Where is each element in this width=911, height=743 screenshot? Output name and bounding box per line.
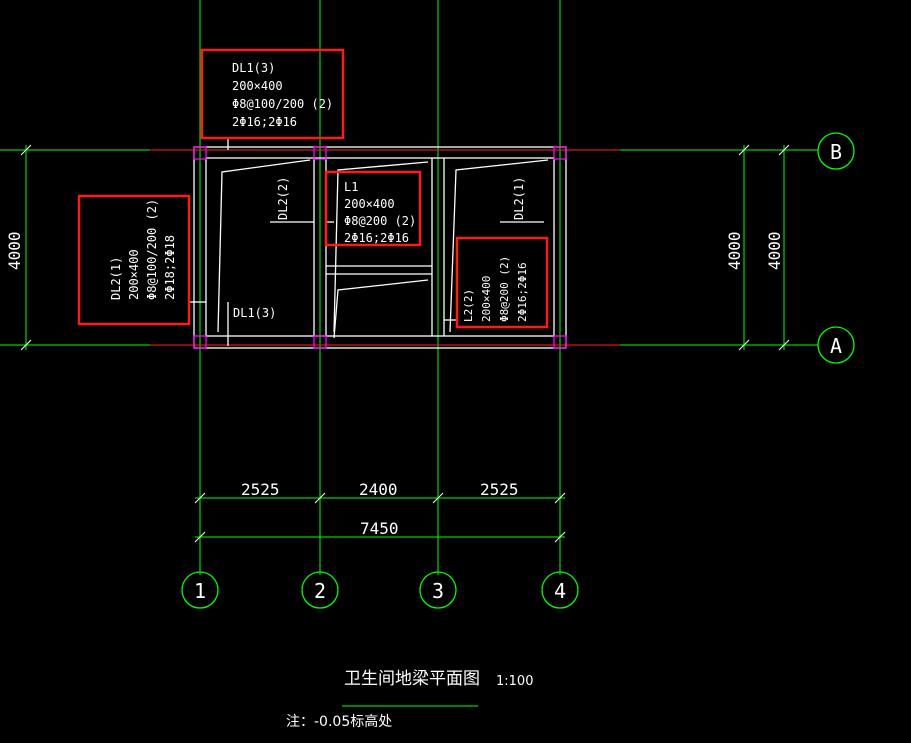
drawing-title: 卫生间地梁平面图 xyxy=(344,669,480,689)
beam-tag-dl2-1: DL2(1) xyxy=(512,177,526,220)
beam-bars: 2Φ16;2Φ16 xyxy=(232,115,297,129)
beam-label-l1: L1 200×400 Φ8@200 (2) 2Φ16;2Φ16 xyxy=(324,170,422,247)
axis-label-4: 4 xyxy=(554,579,566,603)
drawing-note: 注：-0.05标高处 xyxy=(286,713,392,730)
beam-tag-dl2-2: DL2(2) xyxy=(276,177,290,220)
beam-stirrup: Φ8@200 (2) xyxy=(344,214,416,228)
beam-size: 200×400 xyxy=(480,276,493,322)
dimension-text-inner: 4000 xyxy=(725,231,744,270)
beam-tag-dl1-bottom: DL1(3) xyxy=(233,306,276,320)
columns xyxy=(193,146,567,349)
dimension-right: 4000 4000 xyxy=(725,144,790,351)
dimension-bay-2: 2400 xyxy=(359,480,398,499)
dimension-total: 7450 xyxy=(360,519,399,538)
beam-name: DL2(1) xyxy=(109,257,123,300)
column-2a xyxy=(313,335,327,349)
column-1b xyxy=(193,146,207,160)
dimension-text: 4000 xyxy=(5,231,24,270)
beam-size: 200×400 xyxy=(127,249,141,300)
beam-label-l2: L2(2) 200×400 Φ8@200 (2) 2Φ16;2Φ16 xyxy=(455,236,549,329)
axis-label-b: B xyxy=(830,140,842,164)
axis-label-2: 2 xyxy=(314,579,326,603)
axis-bubbles-horizontal: B A xyxy=(817,132,855,364)
beam-tags: DL2(2) DL2(1) DL1(3) xyxy=(233,177,526,320)
highlight-box xyxy=(455,236,549,329)
highlight-box xyxy=(77,194,191,326)
dimension-bay-3: 2525 xyxy=(480,480,519,499)
beam-name: DL1(3) xyxy=(232,61,275,75)
beam-name: L1 xyxy=(344,180,358,194)
beam-stirrup: Φ8@100/200 (2) xyxy=(145,199,159,300)
beam-name: L2(2) xyxy=(462,289,475,322)
vertical-grid-lines xyxy=(199,0,561,575)
beam-bars: 2Φ16;2Φ16 xyxy=(344,231,409,245)
highlight-box xyxy=(324,170,422,247)
beam-bars: 2Φ16;2Φ16 xyxy=(516,262,529,322)
dimension-bay-1: 2525 xyxy=(241,480,280,499)
beam-stirrup: Φ8@100/200 (2) xyxy=(232,97,333,111)
axis-label-1: 1 xyxy=(194,579,206,603)
dimension-left: 4000 xyxy=(5,144,32,351)
column-2b xyxy=(313,146,327,160)
axis-label-a: A xyxy=(830,334,842,358)
beam-stirrup: Φ8@200 (2) xyxy=(498,256,511,322)
column-4b xyxy=(553,146,567,160)
title-block: 卫生间地梁平面图 1:100 注：-0.05标高处 xyxy=(286,669,533,730)
axis-bubbles-vertical: 1 2 3 4 xyxy=(181,571,579,609)
column-4a xyxy=(553,335,567,349)
beam-size: 200×400 xyxy=(344,197,395,211)
dimension-text-outer: 4000 xyxy=(765,231,784,270)
highlight-box xyxy=(200,48,345,140)
column-1a xyxy=(193,335,207,349)
axis-label-3: 3 xyxy=(432,579,444,603)
dimension-bottom: 2525 2400 2525 7450 xyxy=(194,480,566,543)
drawing-scale: 1:100 xyxy=(496,674,533,689)
beam-label-dl2-left: DL2(1) 200×400 Φ8@100/200 (2) 2Φ18;2Φ18 xyxy=(77,194,191,326)
beam-bars: 2Φ18;2Φ18 xyxy=(163,235,177,300)
horizontal-grid-lines xyxy=(0,149,818,346)
beam-label-dl1-top: DL1(3) 200×400 Φ8@100/200 (2) 2Φ16;2Φ16 xyxy=(200,48,345,140)
beam-size: 200×400 xyxy=(232,79,283,93)
